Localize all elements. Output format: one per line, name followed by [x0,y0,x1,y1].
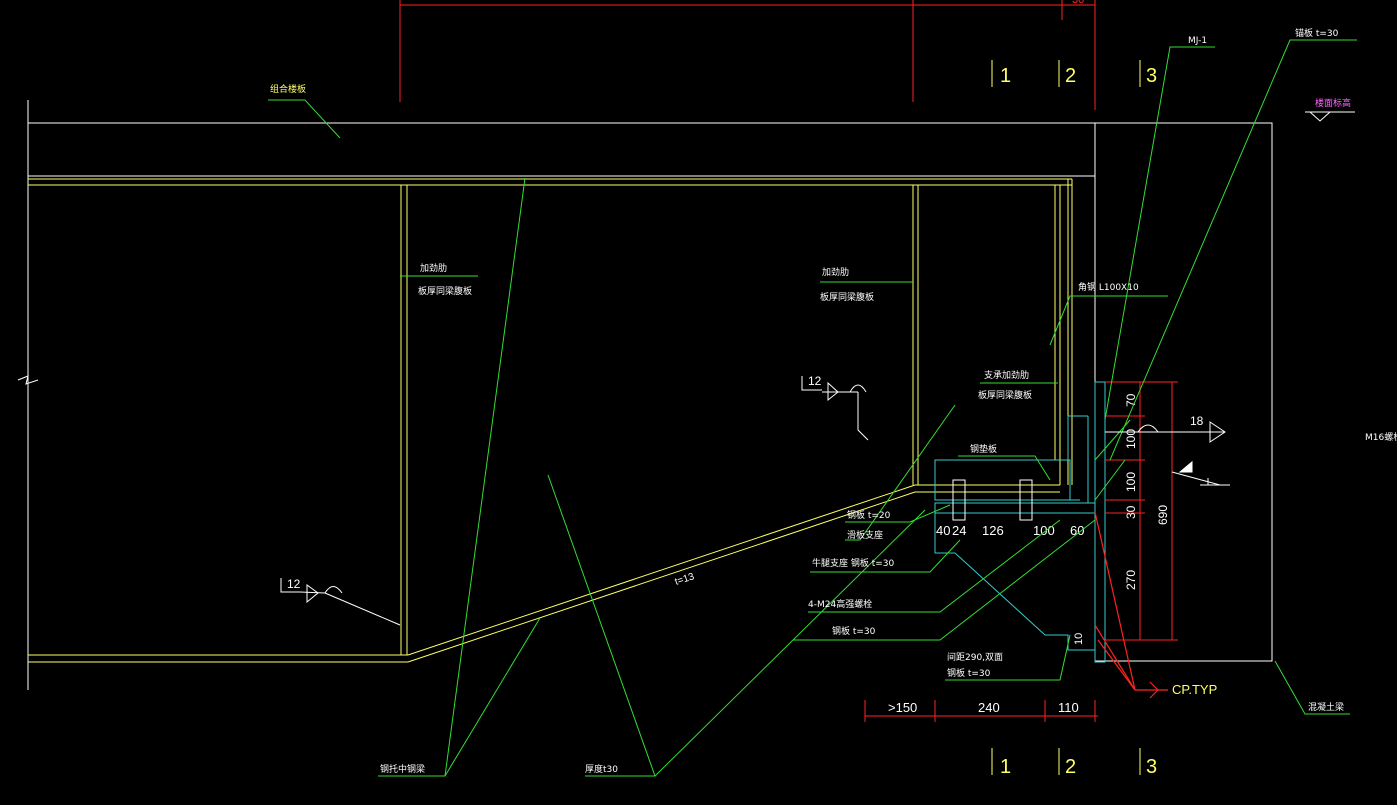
section-marks-top [991,60,1141,87]
label-spacing-note: 间距290,双面 [947,651,1003,663]
label-support-stiffener-sub: 板厚同梁腹板 [978,389,1032,401]
dim-v-total: 690 [1156,505,1170,525]
section-mark-1-bottom: 1 [1000,756,1011,778]
composite-slab [17,100,1272,690]
label-stiffener-1-sub: 板厚同梁腹板 [418,285,472,297]
label-embedded-part: MJ-1 [1188,36,1207,46]
bottom-dimensions [864,700,1098,722]
label-composite-slab: 组合楼板 [270,83,306,95]
dim-b2: 240 [978,700,1000,715]
section-mark-3-top: 3 [1146,65,1157,87]
label-concrete-beam: 混凝土梁 [1308,701,1344,713]
dim-small: 10 [1073,633,1085,645]
label-stiffener-1: 加劲肋 [420,262,447,274]
weld-2-text: 12 [808,374,822,388]
section-mark-2-top: 2 [1065,65,1076,87]
dim-v2: 100 [1124,429,1138,449]
label-bearing: 滑板支座 [847,529,883,541]
weld-symbol-1 [280,578,401,626]
dim-v5: 270 [1124,570,1138,590]
label-plate-t20: 钢板 t=20 [847,509,891,521]
section-mark-2-bottom: 2 [1065,756,1076,778]
weld-symbol-2 [801,376,869,441]
steel-beam [28,178,1073,663]
dim-v4: 30 [1124,505,1138,519]
top-dim-text: 30 [1072,0,1084,6]
weld-symbol-4 [1171,460,1230,486]
section-marks-bottom [991,748,1141,775]
top-dimension [399,0,1096,110]
label-slide-support: 牛腿支座 钢板 t=30 [812,557,895,569]
section-mark-3-bottom: 3 [1146,756,1157,778]
bolts-pair [952,479,1033,521]
dim-h4: 100 [1033,523,1055,538]
dim-h3: 126 [982,523,1004,538]
dim-b3: 110 [1058,700,1079,715]
label-angle-steel: 角钢 L100X10 [1078,281,1139,293]
slab-top-level-symbol [1305,111,1355,122]
leader-lines [268,39,1357,777]
label-support-stiffener: 支承加劲肋 [984,369,1029,381]
dim-h2: 24 [952,523,966,538]
label-slab-top: 楼面标高 [1315,97,1351,109]
cp-typ-leaders [1094,511,1168,699]
label-bolts: 4-M24高强螺栓 [808,598,872,610]
dim-v3: 100 [1124,472,1138,492]
label-steel-pad: 钢垫板 [970,443,997,455]
label-spacing-note-sub: 钢板 t=30 [947,667,991,679]
weld-1-text: 12 [287,577,301,591]
label-thickness: 厚度t30 [585,763,618,775]
cp-typ-label: CP.TYP [1172,682,1217,697]
weld-symbol-3 [1105,421,1226,443]
dim-h5: 60 [1070,523,1084,538]
label-slope-t: t=13 [674,571,697,588]
section-mark-1-top: 1 [1000,65,1011,87]
weld-3-text: 18 [1190,414,1204,428]
concrete-beam [1094,122,1273,662]
label-plate-t30: 钢板 t=30 [832,625,876,637]
label-steel-beam: 钢托中钢梁 [380,763,425,775]
label-stiffener-2-sub: 板厚同梁腹板 [820,291,874,303]
label-stiffener-2: 加劲肋 [822,266,849,278]
dim-h1: 40 [936,523,950,538]
dim-b1: >150 [888,700,917,715]
label-stud: M16螺栓 [1365,431,1397,443]
bearing-connection [934,381,1106,663]
right-dimensions [1105,381,1178,641]
label-anchor-plate: 锚板 t=30 [1295,27,1339,39]
